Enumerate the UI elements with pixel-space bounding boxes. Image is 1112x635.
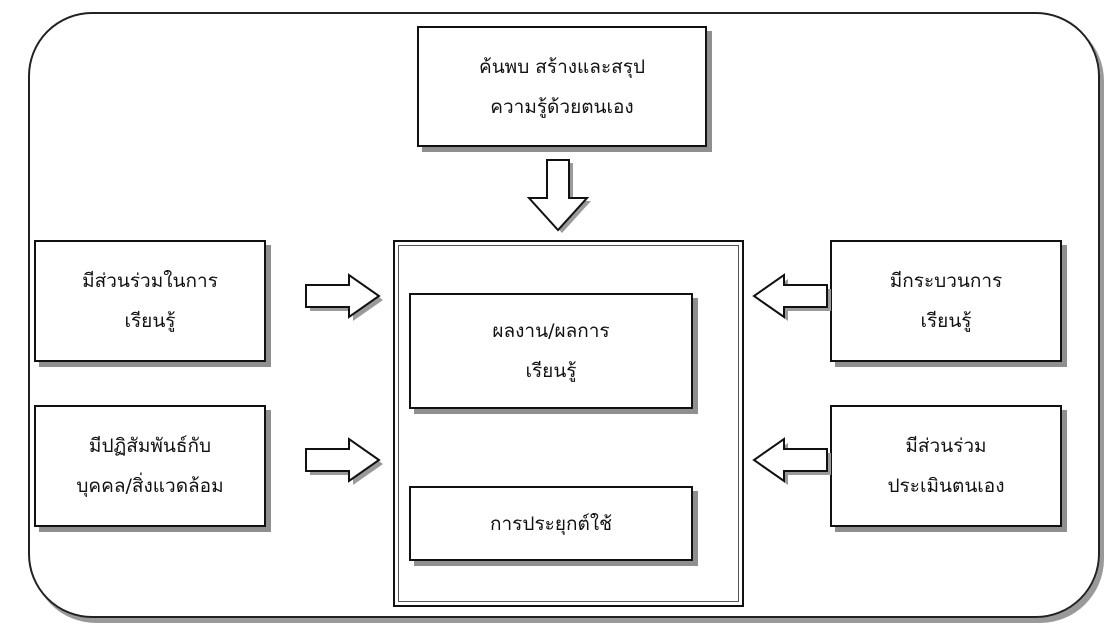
rounded-outer-frame (28, 12, 1100, 618)
box-learning-outcome-line1: ผลงาน/ผลการ (492, 320, 610, 342)
box-self-assessment-line1: มีส่วนร่วม (905, 435, 987, 457)
arrow-left-icon (752, 437, 831, 485)
box-learning-outcome: ผลงาน/ผลการ เรียนรู้ (409, 293, 693, 409)
arrow-right-icon (305, 273, 383, 321)
arrow-left-icon (752, 273, 831, 321)
box-learning-process-line2: เรียนรู้ (920, 310, 972, 332)
box-self-assessment-line2: ประเมินตนเอง (887, 475, 1005, 497)
box-self-discovery-line1: ค้นพบ สร้างและสรุป (478, 55, 646, 78)
box-application: การประยุกต์ใช้ (409, 486, 693, 561)
box-self-assessment: มีส่วนร่วม ประเมินตนเอง (830, 405, 1062, 527)
box-learning-process-line1: มีกระบวนการ (889, 270, 1003, 292)
center-container-outer (393, 240, 744, 607)
box-learning-outcome-line2: เรียนรู้ (525, 360, 577, 382)
box-application-label: การประยุกต์ใช้ (490, 512, 612, 535)
box-participation-line2: เรียนรู้ (124, 310, 176, 332)
box-self-discovery: ค้นพบ สร้างและสรุป ความรู้ด้วยตนเอง (417, 26, 707, 147)
box-self-discovery-line2: ความรู้ด้วยตนเอง (490, 95, 634, 118)
box-participation: มีส่วนร่วมในการ เรียนรู้ (34, 240, 266, 362)
box-interaction-line1: มีปฏิสัมพันธ์กับ (88, 435, 212, 457)
box-interaction: มีปฏิสัมพันธ์กับ บุคคล/สิ่งแวดล้อม (34, 405, 266, 527)
center-container-inner (398, 245, 739, 602)
arrow-right-icon (305, 437, 383, 485)
box-participation-line1: มีส่วนร่วมในการ (82, 270, 218, 292)
box-learning-process: มีกระบวนการ เรียนรู้ (830, 240, 1062, 362)
arrow-down-icon (526, 159, 591, 233)
box-interaction-line2: บุคคล/สิ่งแวดล้อม (76, 475, 224, 497)
